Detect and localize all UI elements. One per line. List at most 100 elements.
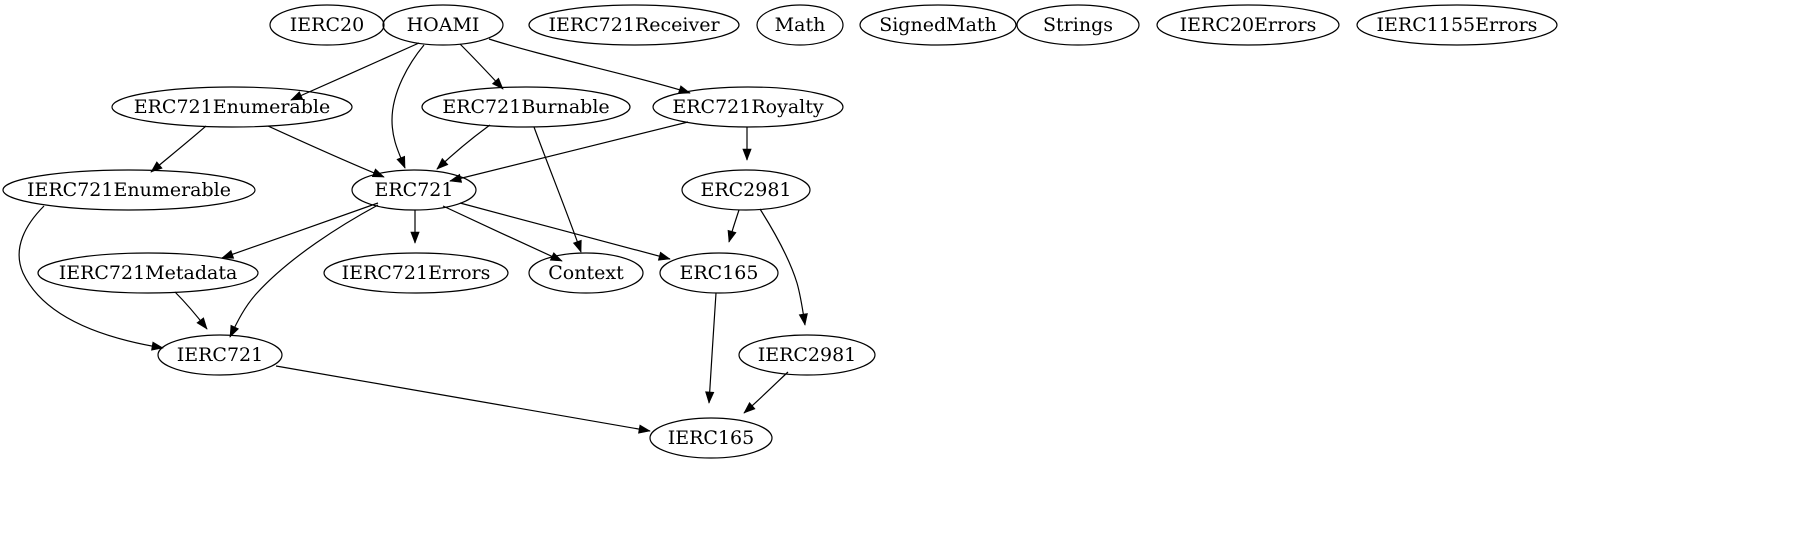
graph-edge-erc721-to-ierc721errors xyxy=(410,210,420,244)
graph-edge-ierc721metadata-to-ierc721 xyxy=(174,291,208,330)
node-label: IERC721Enumerable xyxy=(27,179,231,201)
graph-node-ierc165[interactable]: IERC165 xyxy=(649,417,773,459)
graph-edge-erc721enumerable-to-erc721 xyxy=(267,125,385,178)
node-ellipse[interactable] xyxy=(859,4,1017,46)
node-ellipse[interactable] xyxy=(652,86,844,128)
edge-line xyxy=(442,205,563,262)
node-ellipse[interactable] xyxy=(157,334,283,376)
graph-node-ierc1155errors[interactable]: IERC1155Errors xyxy=(1356,4,1558,46)
graph-node-erc2981[interactable]: ERC2981 xyxy=(681,169,811,211)
node-label: Context xyxy=(548,262,624,284)
edge-arrowhead-icon xyxy=(290,91,304,101)
node-label: IERC20Errors xyxy=(1180,14,1317,36)
node-ellipse[interactable] xyxy=(382,4,504,46)
graph-node-erc721burnable[interactable]: ERC721Burnable xyxy=(421,86,631,128)
graph-edge-erc2981-to-ierc2981 xyxy=(759,208,808,326)
edge-line xyxy=(449,121,689,182)
edge-arrowhead-icon xyxy=(491,77,504,90)
graph-node-ierc20errors[interactable]: IERC20Errors xyxy=(1156,4,1340,46)
edge-arrowhead-icon xyxy=(221,249,235,259)
edges-layer xyxy=(18,38,808,434)
graph-node-erc721[interactable]: ERC721 xyxy=(351,169,477,211)
graph-node-hoami[interactable]: HOAMI xyxy=(382,4,504,46)
node-ellipse[interactable] xyxy=(351,169,477,211)
node-label: IERC721 xyxy=(177,344,263,366)
node-label: IERC721Errors xyxy=(342,262,491,284)
edge-line xyxy=(533,126,582,253)
graph-node-signedmath[interactable]: SignedMath xyxy=(859,4,1017,46)
graph-edge-erc721burnable-to-context xyxy=(533,126,582,253)
graph-node-ierc20[interactable]: IERC20 xyxy=(269,4,385,46)
node-ellipse[interactable] xyxy=(756,4,844,46)
node-ellipse[interactable] xyxy=(269,4,385,46)
graph-edge-ierc2981-to-ierc165 xyxy=(743,371,789,414)
graph-node-ierc721[interactable]: IERC721 xyxy=(157,334,283,376)
node-ellipse[interactable] xyxy=(659,252,779,294)
edge-line xyxy=(18,205,164,349)
graph-edge-hoami-to-erc721enumerable xyxy=(290,42,420,101)
edge-arrowhead-icon xyxy=(396,155,406,169)
graph-node-context[interactable]: Context xyxy=(528,252,644,294)
graph-node-erc165[interactable]: ERC165 xyxy=(659,252,779,294)
node-ellipse[interactable] xyxy=(1016,4,1140,46)
graph-node-math[interactable]: Math xyxy=(756,4,844,46)
edge-line xyxy=(488,38,691,94)
node-ellipse[interactable] xyxy=(681,169,811,211)
graph-edge-hoami-to-erc721 xyxy=(391,44,425,169)
node-label: HOAMI xyxy=(407,14,480,36)
edge-arrowhead-icon xyxy=(229,324,240,338)
node-ellipse[interactable] xyxy=(528,4,740,46)
graph-edge-erc721-to-context xyxy=(442,205,563,262)
graph-node-erc721enumerable[interactable]: ERC721Enumerable xyxy=(111,86,353,128)
edge-line xyxy=(759,208,806,326)
graph-edge-hoami-to-erc721burnable xyxy=(459,43,504,90)
edge-arrowhead-icon xyxy=(705,391,715,404)
graph-node-ierc2981[interactable]: IERC2981 xyxy=(738,334,876,376)
edge-arrowhead-icon xyxy=(798,313,808,326)
node-ellipse[interactable] xyxy=(111,86,353,128)
graph-edge-erc2981-to-erc165 xyxy=(727,209,740,243)
graph-node-ierc721metadata[interactable]: IERC721Metadata xyxy=(37,252,259,294)
node-label: ERC721Royalty xyxy=(672,96,823,118)
edge-arrowhead-icon xyxy=(742,148,752,161)
graph-node-ierc721enumerable[interactable]: IERC721Enumerable xyxy=(2,169,256,211)
graph-node-strings[interactable]: Strings xyxy=(1016,4,1140,46)
edge-arrowhead-icon xyxy=(657,251,671,261)
edge-line xyxy=(708,292,717,404)
node-label: Strings xyxy=(1043,14,1113,36)
graph-edge-erc721burnable-to-erc721 xyxy=(436,124,491,170)
edge-line xyxy=(267,125,385,178)
edge-arrowhead-icon xyxy=(638,424,651,434)
edge-line xyxy=(391,44,425,169)
edge-arrowhead-icon xyxy=(727,229,737,243)
node-ellipse[interactable] xyxy=(738,334,876,376)
edge-line xyxy=(275,365,651,432)
edge-arrowhead-icon xyxy=(572,239,582,253)
node-label: IERC1155Errors xyxy=(1377,14,1538,36)
graph-edge-erc721royalty-to-erc721 xyxy=(449,121,689,183)
graph-node-erc721royalty[interactable]: ERC721Royalty xyxy=(652,86,844,128)
edge-arrowhead-icon xyxy=(196,317,208,330)
edge-line xyxy=(221,202,379,259)
node-ellipse[interactable] xyxy=(421,86,631,128)
nodes-layer: IERC20 HOAMI IERC721Receiver Math SignedMath… xyxy=(2,4,1558,459)
node-ellipse[interactable] xyxy=(2,169,256,211)
graph-edge-erc721enumerable-to-ierc721enumerable xyxy=(150,125,207,173)
node-ellipse[interactable] xyxy=(1156,4,1340,46)
node-ellipse[interactable] xyxy=(37,252,259,294)
node-label: ERC721Burnable xyxy=(442,96,609,118)
node-label: IERC2981 xyxy=(758,344,857,366)
edge-line xyxy=(290,42,420,101)
node-label: IERC721Metadata xyxy=(59,262,238,284)
node-label: ERC165 xyxy=(680,262,759,284)
node-ellipse[interactable] xyxy=(649,417,773,459)
edge-arrowhead-icon xyxy=(151,341,164,351)
graph-node-ierc721errors[interactable]: IERC721Errors xyxy=(323,252,509,294)
node-ellipse[interactable] xyxy=(323,252,509,294)
graph-node-ierc721receiver[interactable]: IERC721Receiver xyxy=(528,4,740,46)
node-ellipse[interactable] xyxy=(1356,4,1558,46)
node-ellipse[interactable] xyxy=(528,252,644,294)
node-label: IERC20 xyxy=(290,14,364,36)
